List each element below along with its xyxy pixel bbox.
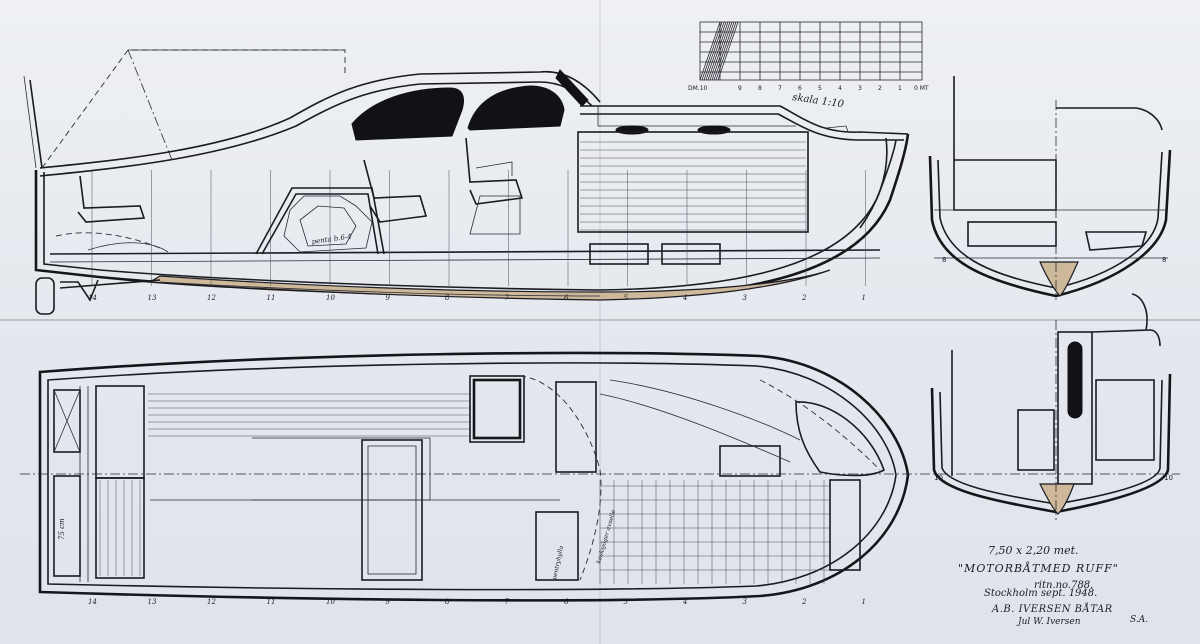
scale-zero-label: 0 MT [914,85,929,92]
scale-tick-label: 1 [898,85,902,92]
section-label: 10 [934,474,943,482]
scale-bar: DM.10 9 8 7 6 5 4 3 2 1 0 MT skala 1:10 [688,21,929,110]
title-drawing-number: ritn.no.788. [1034,580,1093,591]
scale-label: skala 1:10 [792,92,846,110]
section-label: 8 [942,256,946,264]
section-label: 8 [1162,256,1166,264]
scale-tick-label: 6 [798,85,802,92]
plan-station-numbers: 14 13 12 11 10 9 8 7 6 5 4 3 2 1 [88,598,866,606]
station-number: 13 [148,294,157,302]
cabin-window [351,87,464,141]
station-number: 5 [624,598,629,606]
station-number: 9 [386,294,391,302]
station-number: 11 [267,294,276,302]
station-number: 8 [445,598,450,606]
title-block: 7,50 x 2,20 met. "MOTORBÅTMED RUFF" ritn… [958,544,1148,627]
station-number: 12 [207,598,216,606]
station-number: 3 [743,598,748,606]
cabin-window [467,85,565,131]
title-company-suffix: S.A. [1130,615,1148,625]
scale-tick-label: 9 [738,85,742,92]
section-lower: 10 10 [930,293,1173,520]
transom-label: 75 cm [58,518,66,540]
scale-tick-label: 3 [858,85,862,92]
station-number: 4 [682,294,687,302]
station-number: 9 [386,598,391,606]
title-dimensions: 7,50 x 2,20 met. [988,544,1079,557]
title-signature: Jul W. Iversen [1016,617,1081,627]
station-number: 5 [624,294,629,302]
cabin-door [1057,331,1093,485]
station-number: 13 [148,598,157,606]
scale-tick-label: 2 [878,85,882,92]
station-number: 6 [564,598,569,606]
station-number: 14 [88,294,97,302]
station-number: 7 [505,598,510,606]
scale-dm-label: DM.10 [688,85,708,92]
station-number: 1 [862,598,866,606]
station-number: 6 [564,294,569,302]
scale-tick-label: 5 [818,85,822,92]
title-company: A.B. IVERSEN BÅTAR [991,603,1113,615]
station-number: 10 [326,598,335,606]
station-number: 2 [801,294,807,302]
title-place-date: Stockholm sept. 1948. [984,588,1097,599]
scale-tick-label: 7 [778,85,782,92]
scale-tick-label: 4 [838,85,842,92]
title-boat-name: "MOTORBÅTMED RUFF" [958,561,1119,575]
station-number: 3 [743,294,748,302]
section-label: 10 [1164,474,1173,482]
station-number: 14 [88,598,97,606]
station-number: 12 [207,294,216,302]
plan-note: pentryhylla [551,545,565,581]
profile-station-numbers: 14 13 12 11 10 9 8 7 6 5 4 3 2 1 [88,294,866,302]
station-number: 8 [445,294,450,302]
scale-tick-label: 8 [758,85,762,92]
door-porthole [1067,341,1083,419]
station-number: 11 [267,598,276,606]
station-number: 1 [862,294,866,302]
section-upper: 8 8 [928,76,1172,300]
station-number: 2 [801,598,807,606]
scale-tick-labels: 9 8 7 6 5 4 3 2 1 [738,85,902,92]
station-number: 10 [326,294,335,302]
station-number: 4 [682,598,687,606]
station-number: 7 [505,294,510,302]
